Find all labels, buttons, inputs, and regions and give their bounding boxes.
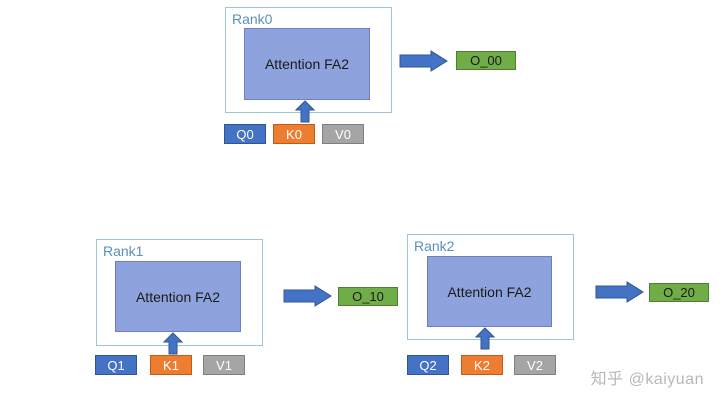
rank2-attention-block: Attention FA2: [427, 256, 552, 327]
rank2-output-tag: O_20: [649, 283, 709, 302]
rank1-up-arrow-icon: [163, 332, 183, 355]
rank0-right-arrow-icon: [399, 50, 448, 72]
rank2-q-tag: Q2: [407, 355, 449, 375]
rank0-label: Rank0: [232, 11, 273, 27]
rank2-right-arrow-icon: [595, 281, 644, 303]
rank0-output-tag: O_00: [456, 51, 516, 70]
rank2-label: Rank2: [414, 238, 455, 254]
rank2-v-tag: V2: [514, 355, 556, 375]
rank1-attention-block: Attention FA2: [115, 261, 241, 332]
rank1-right-arrow-icon: [283, 285, 332, 307]
rank2-up-arrow-icon: [475, 327, 495, 350]
rank0-k-tag: K0: [273, 124, 315, 144]
rank1-v-tag: V1: [203, 355, 245, 375]
rank1-k-tag: K1: [150, 355, 192, 375]
rank0-q-tag: Q0: [224, 124, 266, 144]
rank1-output-tag: O_10: [338, 287, 398, 306]
rank2-k-tag: K2: [461, 355, 503, 375]
rank1-label: Rank1: [103, 243, 144, 259]
rank0-up-arrow-icon: [295, 100, 315, 123]
rank1-q-tag: Q1: [95, 355, 137, 375]
rank0-attention-block: Attention FA2: [244, 28, 370, 100]
watermark: 知乎 @kaiyuan: [590, 371, 704, 388]
rank0-v-tag: V0: [322, 124, 364, 144]
